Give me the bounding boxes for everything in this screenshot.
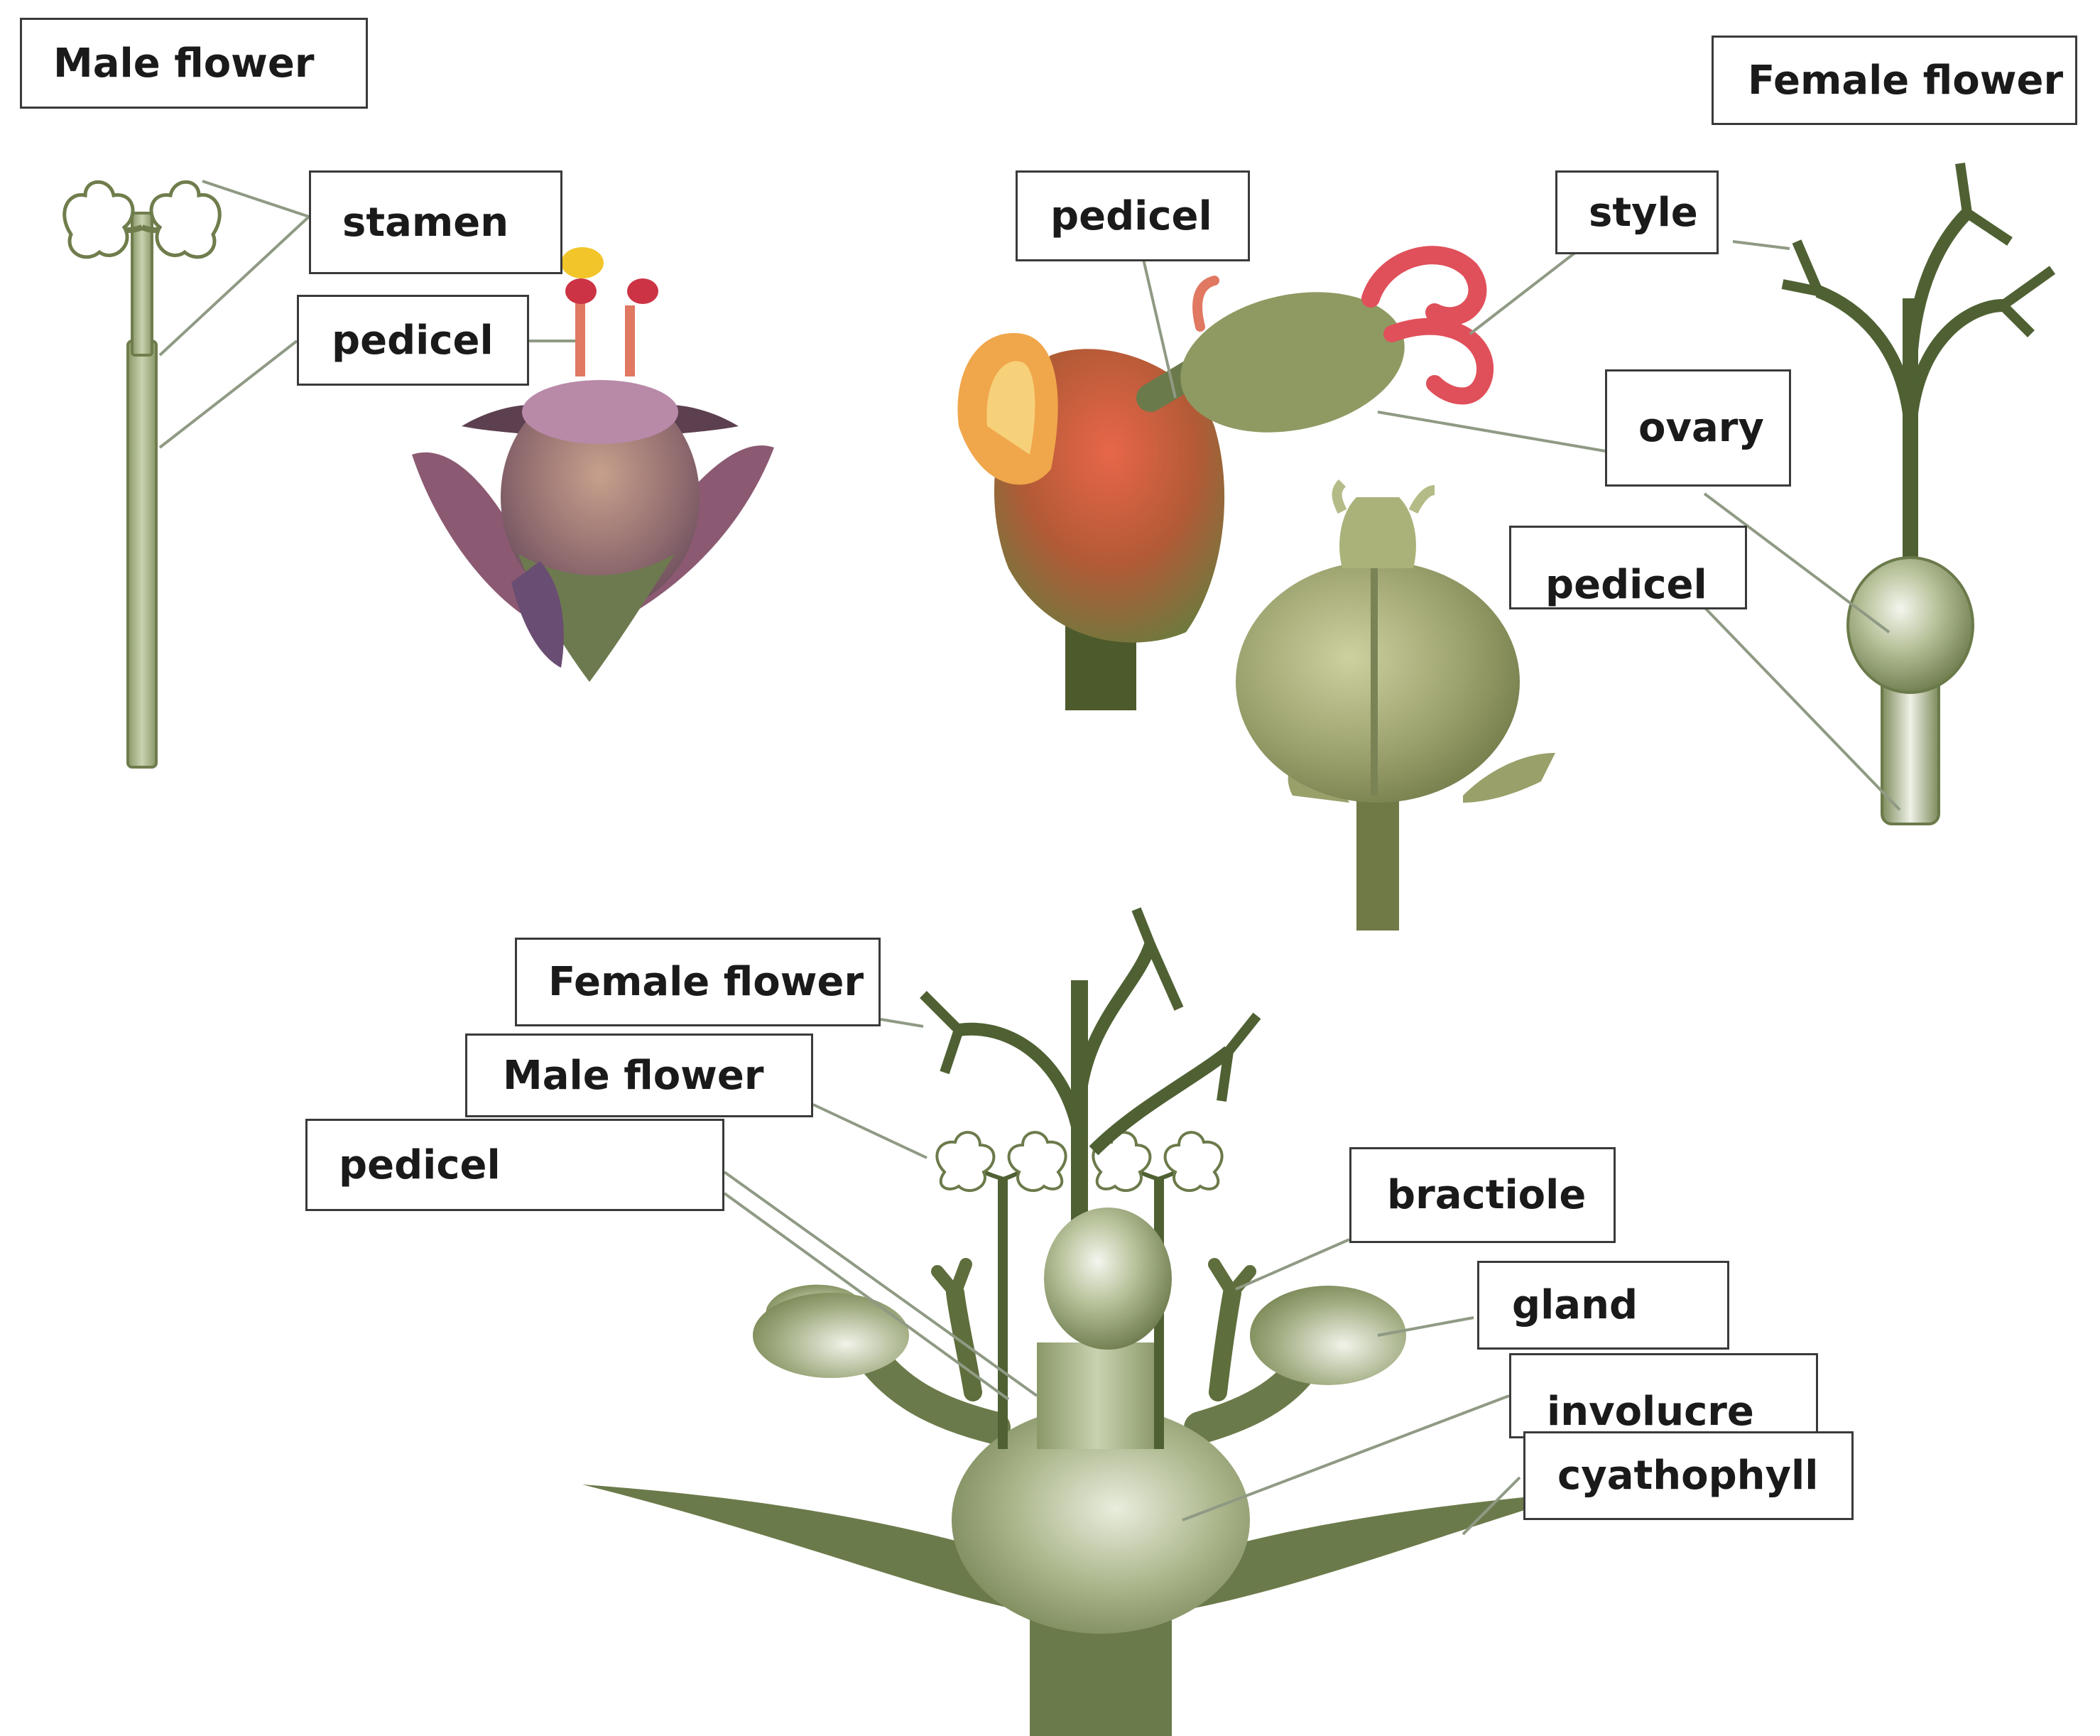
- label-cyathophyll: cyathophyll: [1523, 1431, 1854, 1520]
- label-bractiole: bractiole: [1349, 1147, 1616, 1243]
- label-stamen: stamen: [309, 170, 562, 274]
- label-female-flower-top: Female flower: [1712, 36, 2077, 125]
- label-male-flower-bottom: Male flower: [465, 1034, 813, 1117]
- male-flower-photo: [412, 247, 774, 682]
- label-pedicel-male: pedicel: [297, 295, 529, 386]
- leader-lines: [158, 180, 1901, 1536]
- cyathium-schematic: [582, 907, 1584, 1736]
- male-flower-schematic: [62, 180, 222, 769]
- label-pedicel-photo: pedicel: [1016, 170, 1250, 261]
- label-gland: gland: [1477, 1261, 1729, 1350]
- label-pedicel-female: pedicel: [1509, 526, 1747, 609]
- label-male-flower-top: Male flower: [20, 18, 368, 109]
- label-style: style: [1555, 170, 1719, 254]
- label-pedicel-bottom: pedicel: [305, 1119, 724, 1211]
- label-ovary: ovary: [1605, 369, 1791, 487]
- female-flower-photo: [957, 246, 1494, 710]
- label-involucre: involucre: [1509, 1353, 1818, 1438]
- label-female-flower-bottom: Female flower: [515, 938, 881, 1026]
- female-flower-schematic: [1781, 163, 2056, 825]
- fruit-photo: [1236, 479, 1555, 931]
